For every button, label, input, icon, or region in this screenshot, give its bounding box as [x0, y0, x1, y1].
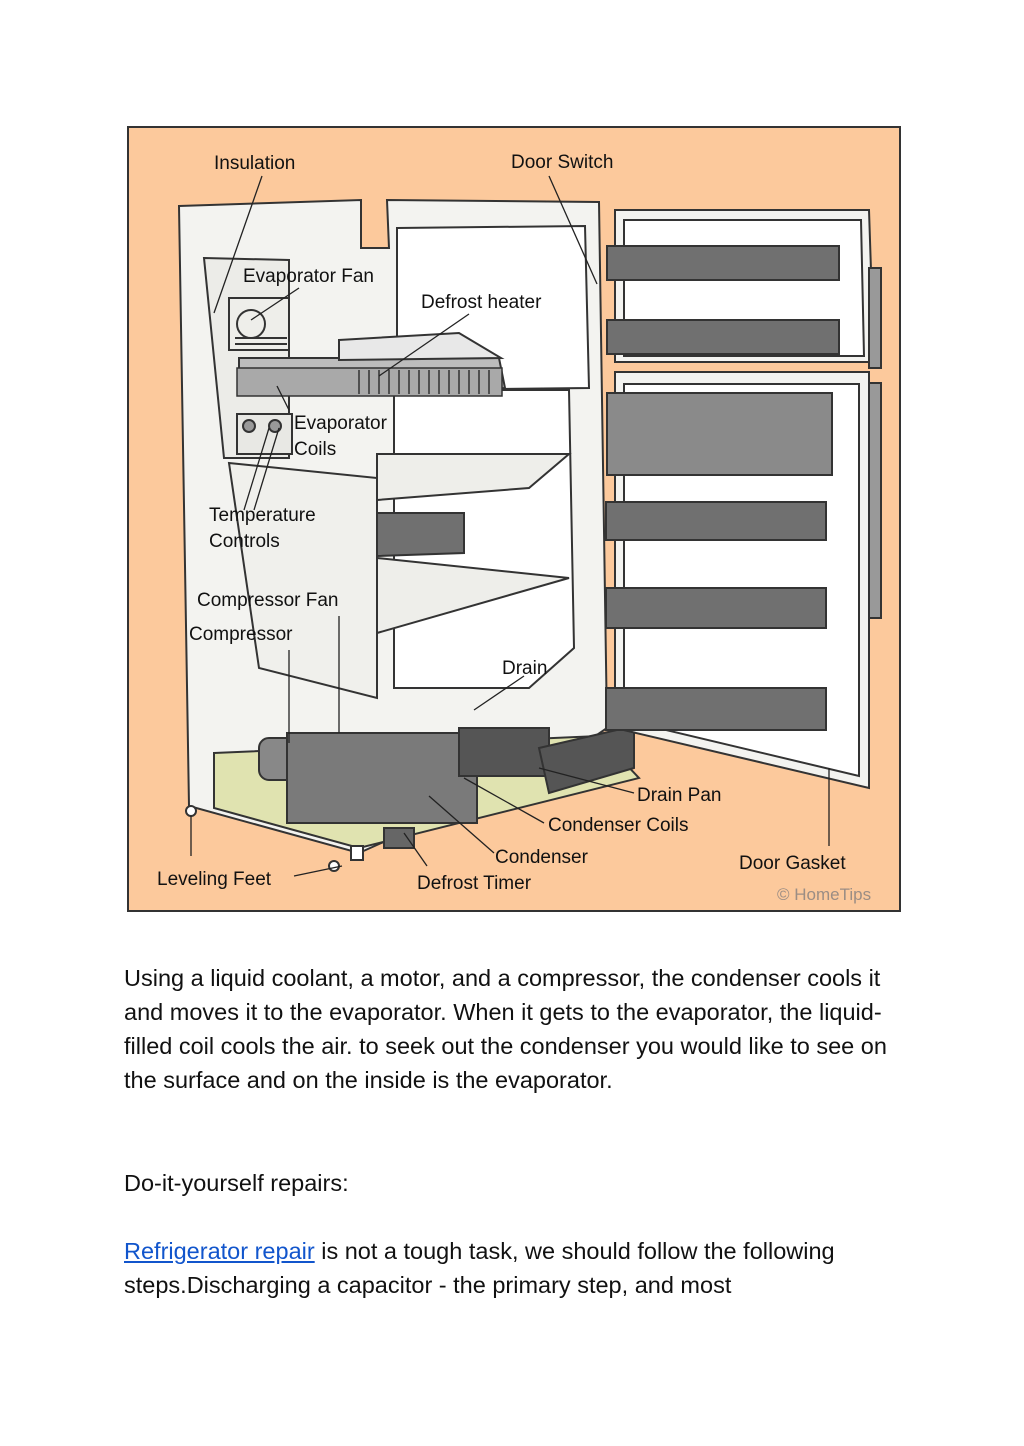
paragraph-heading: Do-it-yourself repairs: — [124, 1166, 914, 1200]
paragraph-intro: Using a liquid coolant, a motor, and a c… — [124, 961, 914, 1097]
fresh-food-shelves — [376, 453, 572, 635]
diy-repairs-heading: Do-it-yourself repairs: — [124, 1170, 349, 1196]
refrigerator-diagram: Insulation Door Switch Evaporator Fan De… — [127, 126, 901, 912]
label-evaporator-coils-line2: Coils — [294, 439, 336, 460]
paragraph-repair: Refrigerator repair is not a tough task,… — [124, 1234, 914, 1302]
paragraph-repair-rest: is not a tough task, we should follow th… — [124, 1238, 835, 1298]
evaporator-fan — [228, 297, 290, 351]
door — [605, 209, 882, 790]
label-drain: Drain — [502, 658, 547, 679]
label-door-gasket: Door Gasket — [739, 853, 846, 874]
refrigerator-illustration: Insulation Door Switch Evaporator Fan De… — [157, 152, 882, 904]
label-temperature-controls-line1: Temperature — [209, 505, 316, 526]
copyright-watermark: © HomeTips — [777, 885, 871, 904]
label-defrost-timer: Defrost Timer — [417, 873, 532, 894]
label-compressor: Compressor — [189, 624, 293, 645]
label-temperature-controls-line2: Controls — [209, 531, 280, 552]
machine-compartment — [185, 724, 641, 872]
label-drain-pan: Drain Pan — [637, 785, 722, 806]
label-condenser: Condenser — [495, 847, 589, 868]
evaporator-coils — [236, 367, 503, 397]
label-evaporator-fan: Evaporator Fan — [243, 266, 374, 287]
label-door-switch: Door Switch — [511, 152, 613, 173]
label-evaporator-coils-line1: Evaporator — [294, 413, 388, 434]
label-insulation: Insulation — [214, 153, 295, 174]
refrigerator-repair-link[interactable]: Refrigerator repair — [124, 1238, 315, 1264]
label-defrost-heater: Defrost heater — [421, 292, 542, 313]
label-compressor-fan: Compressor Fan — [197, 590, 339, 611]
paragraph-intro-text: Using a liquid coolant, a motor, and a c… — [124, 965, 887, 1093]
diagram-labels: Insulation Door Switch Evaporator Fan De… — [157, 152, 871, 904]
label-condenser-coils: Condenser Coils — [548, 815, 688, 836]
label-leveling-feet: Leveling Feet — [157, 869, 272, 890]
paragraph-repair-text: Refrigerator repair is not a tough task,… — [124, 1234, 914, 1302]
leader-lines — [190, 175, 830, 877]
